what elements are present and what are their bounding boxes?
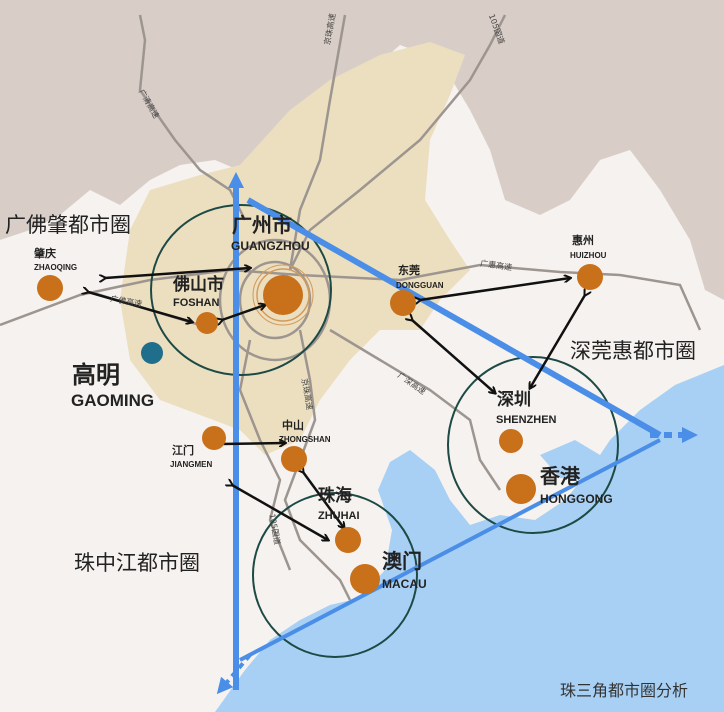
city-dot-foshan[interactable] (196, 312, 218, 334)
city-dot-zhuhai[interactable] (335, 527, 361, 553)
city-label-huizhou-cn: 惠州 (572, 234, 594, 247)
axis-south-end (216, 653, 252, 695)
hill-terrain (0, 0, 724, 300)
city-label-shenzhen-cn: 深圳 (497, 390, 531, 410)
city-dot-guangzhou[interactable] (263, 275, 303, 315)
map-caption: 珠三角都市圈分析 (560, 681, 689, 700)
city-dot-shenzhen[interactable] (499, 429, 523, 453)
city-label-zhongshan-cn: 中山 (282, 419, 304, 432)
city-dot-zhongshan[interactable] (281, 446, 307, 472)
connection-arrows (88, 268, 585, 540)
city-dot-dongguan[interactable] (390, 290, 416, 316)
city-dot-jiangmen[interactable] (202, 426, 226, 450)
city-label-hongkong-cn: 香港 (540, 464, 580, 488)
city-label-jiangmen-cn: 江门 (172, 444, 194, 457)
urban-area (120, 42, 470, 455)
city-label-zhuhai-en: ZHUHAI (318, 510, 360, 522)
city-dot-zhaoqing[interactable] (37, 275, 63, 301)
city-label-guangzhou-en: GUANGZHOU (231, 239, 310, 253)
city-label-huizhou-en: HUIZHOU (570, 251, 607, 260)
city-label-gaoming-cn: 高明 (72, 361, 120, 389)
city-label-zhaoqing-en: ZHAOQING (34, 263, 78, 272)
city-label-jiangmen-en: JIANGMEN (170, 460, 213, 469)
city-label-macau-cn: 澳门 (382, 549, 422, 573)
city-label-hongkong-en: HONGGONG (540, 492, 613, 506)
city-label-guangzhou-cn: 广州市 (232, 213, 292, 237)
city-label-shenzhen-en: SHENZHEN (496, 414, 557, 426)
city-label-zhongshan-en: ZHONGSHAN (279, 435, 331, 444)
city-label-dongguan-en: DONGGUAN (396, 281, 444, 290)
bay (540, 440, 600, 480)
city-dot-gaoming[interactable] (141, 342, 163, 364)
city-dot-huizhou[interactable] (577, 264, 603, 290)
region-label-zhuzhongjiang: 珠中江都市圈 (74, 551, 200, 575)
city-dot-macau[interactable] (350, 564, 380, 594)
city-label-foshan-cn: 佛山市 (173, 275, 224, 295)
city-label-gaoming-en: GAOMING (71, 391, 155, 410)
city-label-dongguan-cn: 东莞 (398, 264, 420, 277)
city-label-zhaoqing-cn: 肇庆 (34, 247, 56, 260)
region-label-shenguanhui: 深莞惠都市圈 (570, 339, 696, 363)
city-dot-hongkong[interactable] (506, 474, 536, 504)
region-label-guangfozhao: 广佛肇都市圈 (5, 213, 131, 237)
city-label-foshan-en: FOSHAN (173, 297, 220, 309)
city-label-zhuhai-cn: 珠海 (318, 486, 352, 506)
city-label-macau-en: MACAU (382, 577, 427, 591)
axis-south (239, 438, 661, 662)
